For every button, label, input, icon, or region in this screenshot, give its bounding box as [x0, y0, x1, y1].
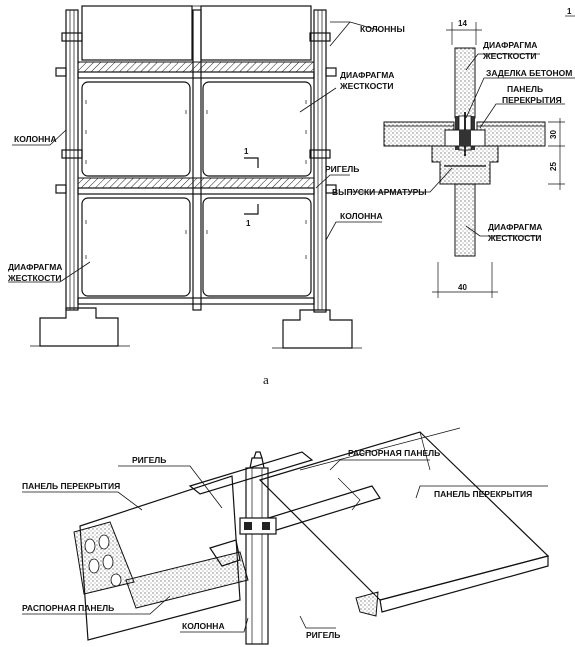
diaphragm-panel — [81, 81, 191, 177]
iso-label-panel-right: ПАНЕЛЬ ПЕРЕКРЫТИЯ — [434, 489, 532, 499]
caption-a: а — [263, 372, 269, 387]
section-mark-bottom: 1 — [246, 219, 251, 228]
dim-40: 40 — [458, 283, 467, 292]
label-kolonna-right: КОЛОННА — [340, 211, 383, 221]
section-mark-1: 1 — [567, 7, 572, 16]
floor-slab-1 — [77, 61, 315, 73]
label-zhestkosti-left: ЖЕСТКОСТИ — [7, 273, 62, 283]
label-sec-zhestkosti-b: ЖЕСТКОСТИ — [487, 233, 542, 243]
upper-diaphragm — [454, 47, 476, 119]
label-zhestkosti-top: ЖЕСТКОСТИ — [339, 81, 394, 91]
section-mark-top: 1 — [244, 147, 249, 156]
label-zadelka: ЗАДЕЛКА БЕТОНОМ — [486, 68, 572, 78]
foundation-right — [282, 309, 353, 349]
iso-label-kolonna: КОЛОННА — [182, 621, 225, 631]
rigel-section — [431, 145, 499, 185]
label-kolonny: КОЛОННЫ — [360, 24, 405, 34]
label-diafragma-left: ДИАФРАГМА — [8, 262, 62, 272]
floor-panel-right — [476, 121, 546, 147]
iso-panel-left — [79, 475, 241, 641]
iso-label-rigel-bottom: РИГЕЛЬ — [306, 630, 340, 640]
frame-elevation: 1 1 КОЛОННЫ ДИАФРАГМА ЖЕСТКОСТИ КОЛОННА … — [7, 5, 405, 349]
label-rigel: РИГЕЛЬ — [325, 164, 359, 174]
dim-30: 30 — [549, 130, 558, 139]
iso-label-panel-left: ПАНЕЛЬ ПЕРЕКРЫТИЯ — [22, 481, 120, 491]
label-vypuski: ВЫПУСКИ АРМАТУРЫ — [332, 187, 427, 197]
lower-diaphragm — [454, 183, 476, 257]
floor-panel-left — [383, 121, 455, 147]
label-diafragma-top: ДИАФРАГМА — [340, 70, 394, 80]
iso-column — [245, 467, 269, 645]
label-sec-diafragma: ДИАФРАГМА — [483, 40, 537, 50]
label-sec-diafragma-b: ДИАФРАГМА — [488, 222, 542, 232]
isometric-view: РИГЕЛЬ РАСПОРНАЯ ПАНЕЛЬ ПАНЕЛЬ ПЕРЕКРЫТИ… — [22, 427, 550, 645]
dim-14: 14 — [458, 19, 467, 28]
dim-25: 25 — [549, 162, 558, 171]
label-perekrytiya: ПЕРЕКРЫТИЯ — [502, 95, 562, 105]
label-sec-zhestkosti: ЖЕСТКОСТИ — [482, 51, 537, 61]
iso-label-rasp-top: РАСПОРНАЯ ПАНЕЛЬ — [348, 448, 440, 458]
foundation-left — [39, 307, 119, 347]
column-left — [65, 9, 79, 311]
iso-label-rigel-top: РИГЕЛЬ — [132, 455, 166, 465]
floor-slab-2 — [77, 177, 315, 189]
column-right — [313, 9, 327, 313]
label-panel: ПАНЕЛЬ — [507, 84, 543, 94]
iso-spacer-panel — [125, 551, 249, 609]
section-detail: 14 1 30 25 40 — [332, 7, 575, 298]
label-kolonna-left: КОЛОННА — [14, 134, 57, 144]
iso-label-rasp-bottom: РАСПОРНАЯ ПАНЕЛЬ — [22, 603, 114, 613]
